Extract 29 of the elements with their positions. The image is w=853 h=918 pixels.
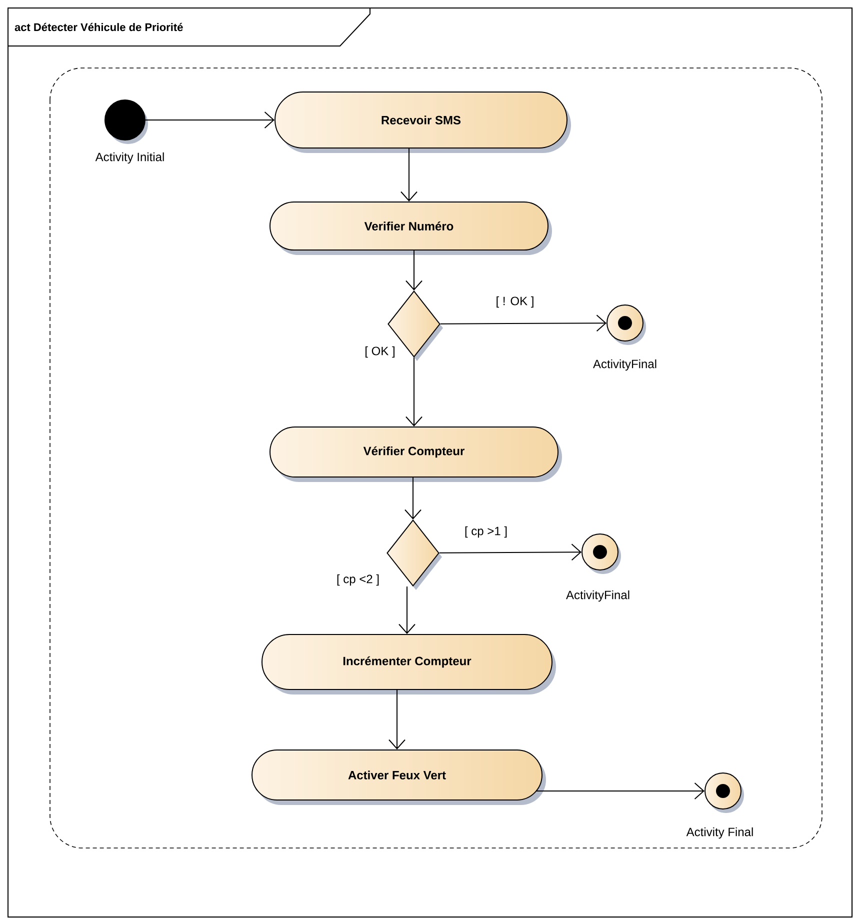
decision-diamond (388, 290, 443, 361)
final-node (704, 772, 744, 813)
action-box: Recevoir SMS (274, 92, 571, 153)
final-node (606, 304, 646, 345)
action-box: Activer Feux Vert (252, 750, 546, 805)
node-caption: Activity Initial (95, 152, 164, 164)
arrow (406, 357, 422, 426)
edge-label: [ cp >1 ] (463, 525, 509, 539)
arrow (388, 690, 406, 750)
node-caption: ActivityFinal (566, 590, 630, 602)
arrow (438, 544, 582, 561)
action-box: Incrémenter Compteur (262, 634, 556, 694)
arrow (404, 477, 422, 520)
edge-label: [ cp <2 ] (335, 573, 381, 587)
arrow (406, 250, 422, 290)
arrow (400, 148, 418, 202)
arrow (145, 112, 274, 128)
node-caption: Activity Final (686, 827, 753, 839)
arrow (440, 314, 606, 332)
edge-label: [ ! OK ] (494, 295, 536, 309)
decision-diamond (386, 519, 442, 590)
action-box: Verifier Numéro (270, 202, 552, 255)
final-node (582, 534, 621, 574)
arrow (398, 586, 416, 634)
action-box: Vérifier Compteur (270, 426, 562, 482)
arrow (536, 782, 704, 800)
node-caption: ActivityFinal (593, 359, 656, 371)
edge-label: [ OK ] (364, 345, 396, 359)
initial-node (104, 100, 148, 144)
